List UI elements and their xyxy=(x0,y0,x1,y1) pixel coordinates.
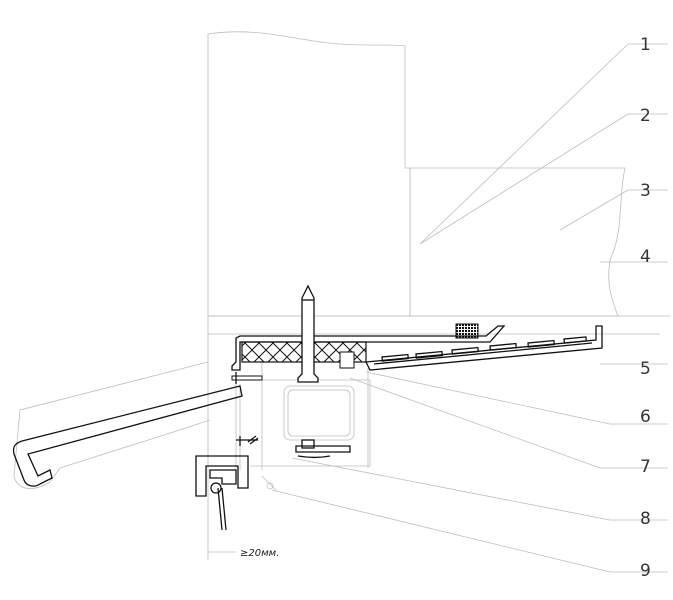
interior-wall-block xyxy=(409,167,626,317)
mounting-bracket xyxy=(195,435,277,531)
callout-6: 6 xyxy=(640,407,651,427)
seal-strip xyxy=(455,323,479,339)
wall-masonry xyxy=(207,31,411,317)
callout-7: 7 xyxy=(640,457,651,477)
insulation-dowel xyxy=(339,351,355,369)
callout-5: 5 xyxy=(640,359,651,379)
exterior-drip-sill xyxy=(12,385,243,487)
callout-9: 9 xyxy=(640,561,651,581)
callout-labels: 1 2 3 4 5 6 7 8 9 xyxy=(640,35,651,581)
callout-2: 2 xyxy=(640,106,651,126)
callout-3: 3 xyxy=(640,181,651,201)
anchor-screw xyxy=(297,284,319,383)
interior-sill-board xyxy=(364,325,603,371)
callout-8: 8 xyxy=(640,509,651,529)
callout-4: 4 xyxy=(640,247,651,267)
callout-1: 1 xyxy=(640,35,651,55)
dimension-label: ≥20мм. xyxy=(240,548,279,559)
dimension-gap: ≥20мм. xyxy=(208,548,279,559)
frame-bottom-profile xyxy=(295,439,351,459)
side-nail xyxy=(231,372,263,384)
leader-lines xyxy=(271,43,668,573)
